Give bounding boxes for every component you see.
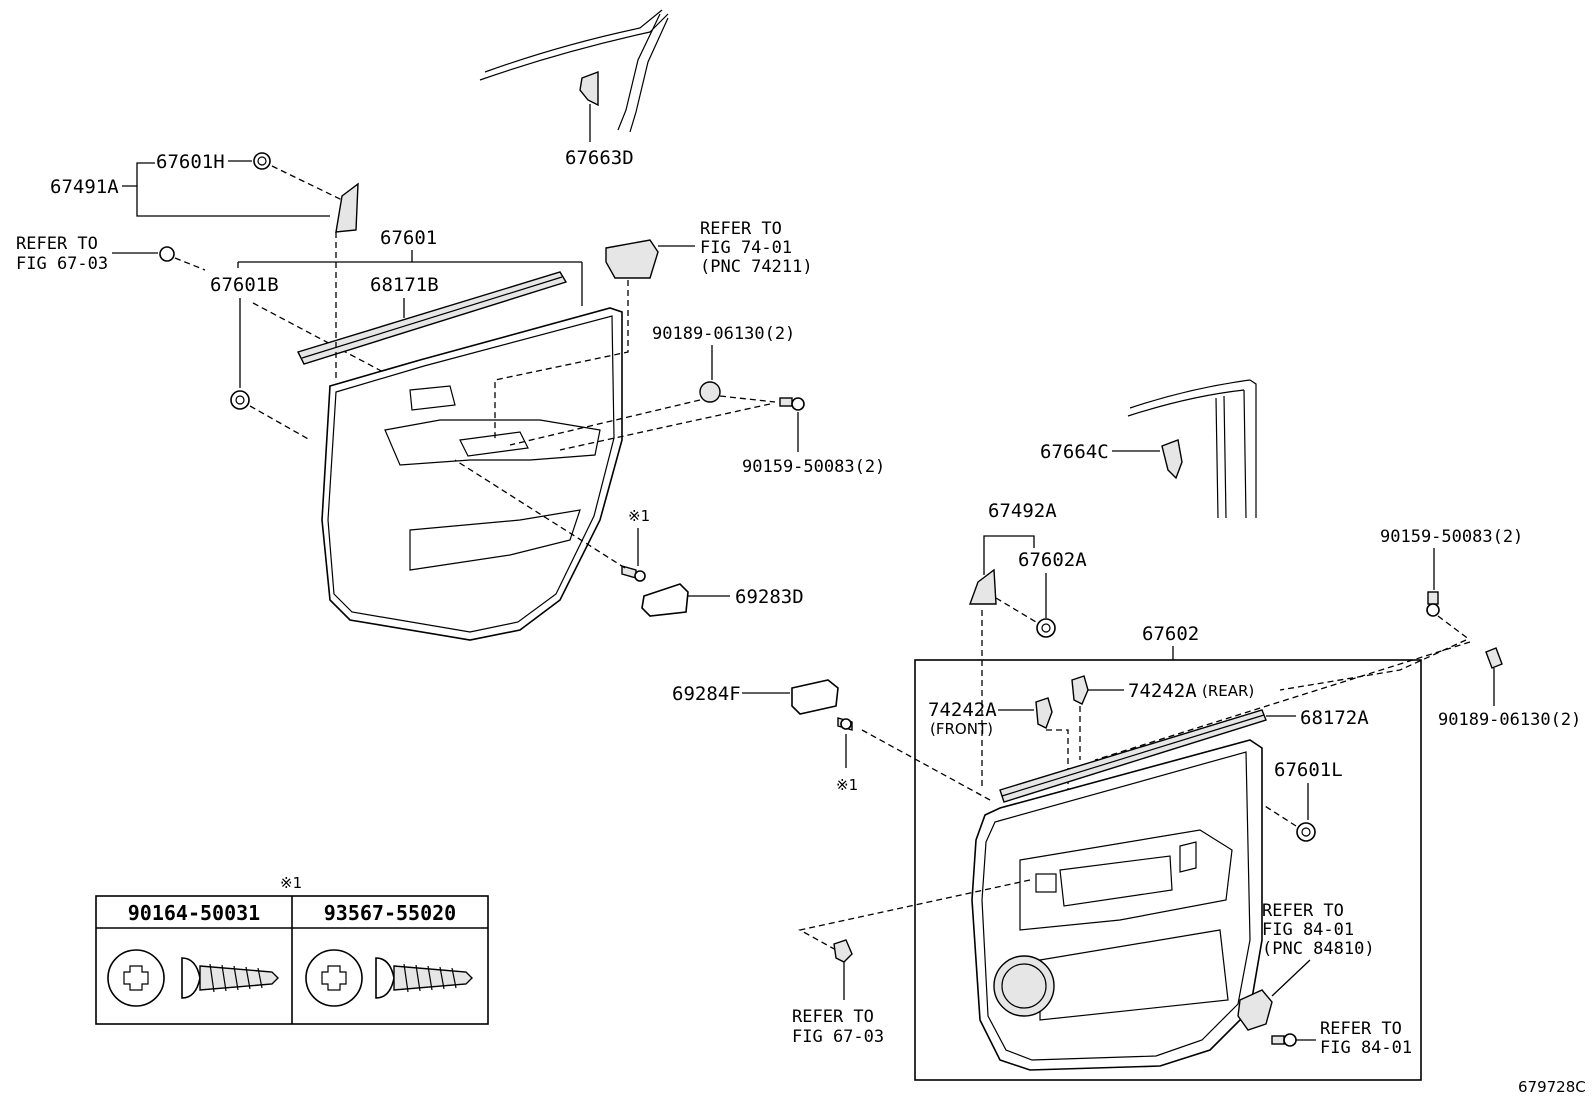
- label-68172A: 68172A: [1300, 707, 1369, 729]
- fastener-93567-55020-drawing: [305, 949, 473, 1007]
- part-90159-50083-b[interactable]: 90159-50083(2): [1380, 527, 1523, 641]
- label-74242A-rear: 74242A: [1128, 680, 1197, 702]
- screw-mark-1-b[interactable]: ※1: [836, 717, 991, 801]
- part-69283D[interactable]: ※1 69283D: [454, 459, 804, 617]
- part-67492A[interactable]: 67492A: [969, 500, 1057, 790]
- part-68171B[interactable]: 68171B: [297, 271, 568, 365]
- part-68172A[interactable]: 68172A: [999, 707, 1369, 803]
- label-68171B: 68171B: [370, 274, 439, 296]
- label-67602A: 67602A: [1018, 549, 1087, 571]
- rear-door-trim-panel: [321, 232, 623, 641]
- label-90189-06130-a: 90189-06130(2): [652, 324, 795, 344]
- ref-fig-74-01[interactable]: REFER TO FIG 74-01 (PNC 74211): [494, 219, 813, 440]
- fastener-table-col1: 90164-50031: [128, 901, 260, 925]
- part-74242A-rear[interactable]: 74242A (REAR): [1071, 675, 1254, 760]
- label-67663D: 67663D: [565, 147, 634, 169]
- ref-fig-84-01-b[interactable]: REFER TO FIG 84-01: [1271, 1019, 1412, 1058]
- ref-84-01-b-line2: FIG 84-01: [1320, 1038, 1412, 1058]
- fastener-table: ※1 90164-50031 93567-55020: [95, 874, 489, 1025]
- mark-1-b: ※1: [836, 776, 858, 794]
- label-74242A-front: 74242A: [928, 699, 997, 721]
- label-90159-50083-b: 90159-50083(2): [1380, 527, 1523, 547]
- ref-74-01-line3: (PNC 74211): [700, 257, 813, 277]
- fastener-90164-50031-drawing: [107, 949, 279, 1007]
- label-90189-06130-b: 90189-06130(2): [1438, 710, 1581, 730]
- ref-67-03-bottom-line1: REFER TO: [792, 1007, 874, 1027]
- ref-84-01-a-line1: REFER TO: [1262, 901, 1344, 921]
- part-67663D[interactable]: 67663D: [565, 70, 634, 169]
- front-window-frame: [1127, 379, 1257, 519]
- diagram-id: 679728C: [1518, 1078, 1586, 1096]
- part-67601L[interactable]: 67601L: [1239, 759, 1343, 842]
- fastener-table-mark: ※1: [280, 874, 302, 892]
- label-67664C: 67664C: [1040, 441, 1109, 463]
- ref-84-01-a-line2: FIG 84-01: [1262, 920, 1354, 940]
- fastener-table-col2: 93567-55020: [324, 901, 456, 925]
- part-67491A[interactable]: 67491A: [50, 162, 359, 233]
- label-67601B: 67601B: [210, 274, 279, 296]
- part-74242A-front[interactable]: 74242A (FRONT): [928, 697, 1069, 790]
- ref-fig-67-03-bottom[interactable]: REFER TO FIG 67-03: [792, 879, 1031, 1047]
- label-90159-50083-a: 90159-50083(2): [742, 457, 885, 477]
- part-90189-06130-a[interactable]: 90189-06130(2): [509, 324, 795, 446]
- part-67602[interactable]: 67602: [914, 623, 1422, 1081]
- note-front: (FRONT): [930, 720, 993, 738]
- part-67602A[interactable]: 67602A: [995, 549, 1087, 638]
- label-67602: 67602: [1142, 623, 1199, 645]
- ref-fig-84-01-a[interactable]: REFER TO FIG 84-01 (PNC 84810): [1237, 901, 1375, 1031]
- ref-74-01-line1: REFER TO: [700, 219, 782, 239]
- label-69284F: 69284F: [672, 683, 741, 705]
- ref-84-01-b-line1: REFER TO: [1320, 1019, 1402, 1039]
- ref-67-03-top-line1: REFER TO: [16, 234, 98, 254]
- front-door-trim-panel: [971, 739, 1263, 1071]
- rear-window-frame: [479, 9, 669, 133]
- ref-67-03-bottom-line2: FIG 67-03: [792, 1027, 884, 1047]
- label-67491A: 67491A: [50, 176, 119, 198]
- label-69283D: 69283D: [735, 586, 804, 608]
- part-67664C[interactable]: 67664C: [1040, 439, 1183, 480]
- label-67601H: 67601H: [156, 151, 225, 173]
- ref-74-01-line2: FIG 74-01: [700, 238, 792, 258]
- part-67601H[interactable]: 67601H: [156, 151, 343, 201]
- label-67601: 67601: [380, 227, 437, 249]
- part-69284F[interactable]: 69284F: [672, 679, 839, 715]
- part-90189-06130-b[interactable]: 90189-06130(2): [1094, 639, 1581, 761]
- ref-fig-67-03-top[interactable]: REFER TO FIG 67-03: [16, 234, 206, 274]
- ref-67-03-top-line2: FIG 67-03: [16, 254, 108, 274]
- part-67601[interactable]: 67601: [237, 227, 583, 306]
- mark-1-a: ※1: [628, 507, 650, 525]
- label-67601L: 67601L: [1274, 759, 1343, 781]
- label-67492A: 67492A: [988, 500, 1057, 522]
- part-90159-50083-a[interactable]: 90159-50083(2): [559, 397, 885, 477]
- note-rear: (REAR): [1202, 682, 1254, 700]
- ref-84-01-a-line3: (PNC 84810): [1262, 939, 1375, 959]
